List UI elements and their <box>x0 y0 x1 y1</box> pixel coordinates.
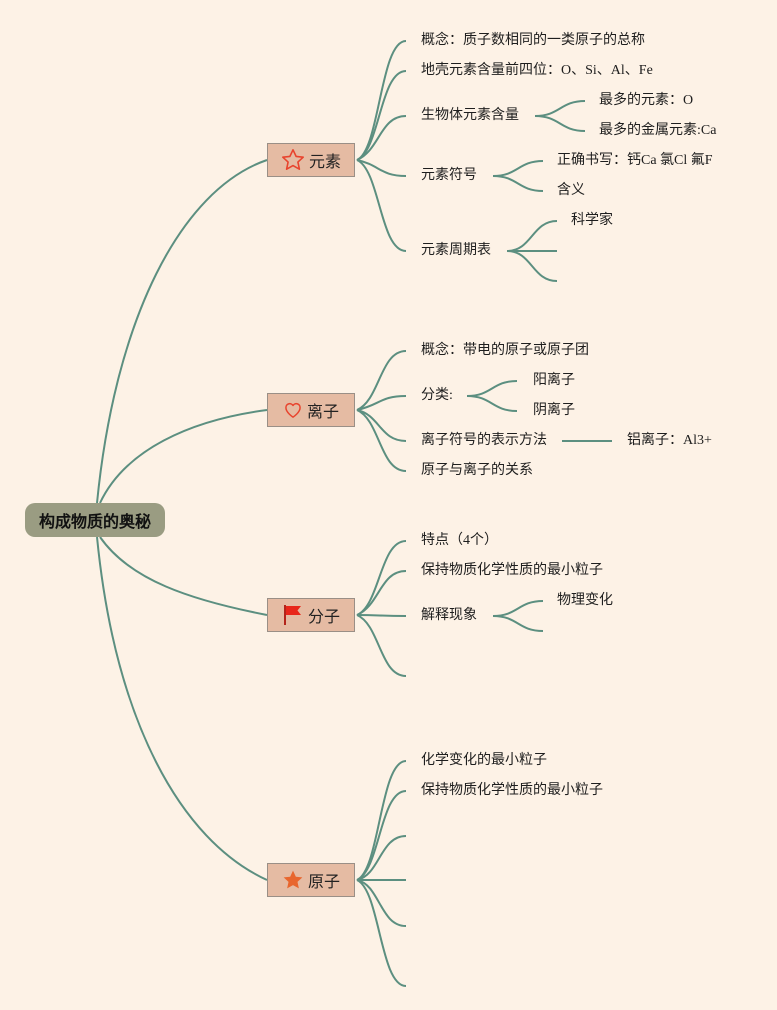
ion-to-relation-line <box>356 409 407 472</box>
ion-concept-node[interactable]: 概念：带电的原子或原子团 <box>421 343 589 358</box>
heart-outline-icon <box>283 400 303 420</box>
root-to-atom-line <box>96 536 268 881</box>
molecule-explain-node[interactable]: 解释现象 <box>421 608 477 623</box>
ion-classify-node[interactable]: 分类: <box>421 388 453 403</box>
atom-smallest-node[interactable]: 化学变化的最小粒子 <box>421 753 547 768</box>
molecule-to-feature-line <box>356 540 407 616</box>
anion-node[interactable]: 阴离子 <box>533 403 575 418</box>
branch-atom-label: 原子 <box>307 874 340 891</box>
symbol-to-child2-line <box>492 175 544 192</box>
cation-node[interactable]: 阳离子 <box>533 373 575 388</box>
star-outline-icon <box>281 148 305 172</box>
atom-to-empty1-line <box>356 835 407 881</box>
root-node[interactable]: 构成物质的奥秘 <box>25 503 165 537</box>
element-concept-node[interactable]: 概念：质子数相同的一类原子的总称 <box>421 33 645 48</box>
molecule-to-keep-line <box>356 570 407 616</box>
element-crust-node[interactable]: 地壳元素含量前四位：O、Si、Al、Fe <box>421 63 653 78</box>
branch-molecule[interactable]: 分子 <box>267 598 355 632</box>
classify-to-child1-line <box>466 380 518 397</box>
ion-relation-node[interactable]: 原子与离子的关系 <box>421 463 533 478</box>
branch-atom[interactable]: 原子 <box>267 863 355 897</box>
aluminum-ion-node[interactable]: 铝离子：Al3+ <box>627 433 712 448</box>
classify-to-child2-line <box>466 395 518 412</box>
explain-to-child1-line <box>492 600 544 617</box>
ion-to-concept-line <box>356 350 407 411</box>
branch-ion-label: 离子 <box>306 404 339 421</box>
ion-to-classify-line <box>356 395 407 411</box>
explain-to-child2-line <box>492 615 544 632</box>
element-to-symbol-line <box>356 159 407 177</box>
bio-to-child2-line <box>534 115 586 132</box>
physical-change-node[interactable]: 物理变化 <box>557 593 613 608</box>
branch-ion[interactable]: 离子 <box>267 393 355 427</box>
branch-molecule-label: 分子 <box>307 609 340 626</box>
root-to-ion-line <box>99 409 268 504</box>
molecule-to-explain-line <box>356 614 407 617</box>
root-label: 构成物质的奥秘 <box>38 514 151 531</box>
ion-notation-node[interactable]: 离子符号的表示方法 <box>421 433 547 448</box>
atom-keep-node[interactable]: 保持物质化学性质的最小粒子 <box>421 783 603 798</box>
bio-to-child1-line <box>534 100 586 117</box>
symbol-meaning-node[interactable]: 含义 <box>557 183 585 198</box>
bio-most-metal-node[interactable]: 最多的金属元素:Ca <box>599 123 717 138</box>
element-periodic-node[interactable]: 元素周期表 <box>421 243 491 258</box>
symbol-to-child1-line <box>492 160 544 177</box>
element-to-concept-line <box>356 40 407 161</box>
element-symbol-node[interactable]: 元素符号 <box>421 168 477 183</box>
molecule-feature-node[interactable]: 特点（4个） <box>421 533 498 548</box>
atom-to-empty3-line <box>356 879 407 927</box>
element-to-crust-line <box>356 70 407 161</box>
atom-to-empty4-line <box>356 879 407 987</box>
element-to-bio-line <box>356 115 407 161</box>
branch-element-label: 元素 <box>308 154 341 171</box>
atom-to-smallest-line <box>356 760 407 881</box>
root-to-molecule-line <box>99 536 268 616</box>
red-flag-icon <box>282 603 304 627</box>
atom-to-keep-line <box>356 790 407 881</box>
periodic-scientist-node[interactable]: 科学家 <box>571 213 613 228</box>
element-bio-node[interactable]: 生物体元素含量 <box>421 108 519 123</box>
symbol-writing-node[interactable]: 正确书写：钙Ca 氯Cl 氟F <box>557 153 713 168</box>
orange-star-icon <box>282 869 304 891</box>
element-to-periodic-line <box>356 159 407 252</box>
ion-to-notation-line <box>356 409 407 442</box>
root-to-element-line <box>96 159 268 504</box>
periodic-to-child1-line <box>506 220 558 252</box>
molecule-to-empty-line <box>356 614 407 677</box>
periodic-to-child3-line <box>506 250 558 282</box>
branch-element[interactable]: 元素 <box>267 143 355 177</box>
molecule-keep-node[interactable]: 保持物质化学性质的最小粒子 <box>421 563 603 578</box>
bio-most-element-node[interactable]: 最多的元素：O <box>599 93 694 108</box>
